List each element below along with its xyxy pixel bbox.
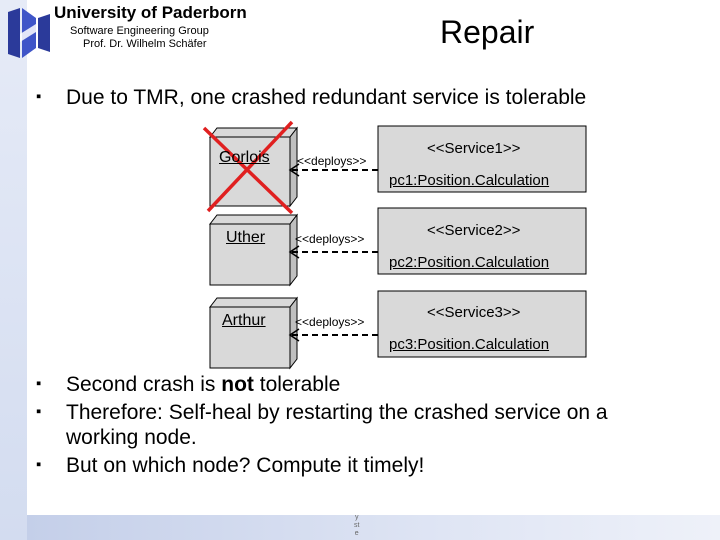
service1-stereotype: <<Service1>> — [427, 140, 521, 157]
group-name: Software Engineering Group — [70, 25, 209, 37]
left-decor-strip — [0, 0, 27, 540]
service1-box — [377, 125, 587, 193]
bullet-self-heal-line2: working node. — [66, 426, 197, 449]
bullet-marker: ▪ — [36, 403, 42, 420]
node-gorlois-label: Gorlois — [219, 149, 270, 166]
bullet-self-heal-line1: Therefore: Self-heal by restarting the c… — [66, 401, 608, 424]
bullet-tmr: Due to TMR, one crashed redundant servic… — [66, 86, 587, 109]
deploy-arrow-2 — [288, 245, 378, 259]
service2-box — [377, 207, 587, 275]
service3-stereotype: <<Service3>> — [427, 304, 521, 321]
service2-instance: pc2:Position.Calculation — [389, 254, 550, 271]
bullet-marker: ▪ — [36, 375, 42, 392]
service3-instance: pc3:Position.Calculation — [389, 336, 550, 353]
bullet-which-node: But on which node? Compute it timely! — [66, 454, 425, 477]
deploys-label-2: <<deploys>> — [295, 232, 365, 246]
deploy-arrow-3 — [288, 328, 378, 342]
university-logo-icon — [8, 8, 50, 58]
service3-box — [377, 290, 587, 358]
node-uther-box — [208, 213, 299, 287]
slide-title: Repair — [440, 14, 535, 50]
bullet-marker: ▪ — [36, 88, 42, 105]
university-name: University of Paderborn — [54, 3, 247, 22]
deploy-arrow-1 — [288, 163, 378, 177]
service1-instance: pc1:Position.Calculation — [389, 172, 550, 189]
professor-name: Prof. Dr. Wilhelm Schäfer — [83, 38, 207, 50]
crash-cross-icon — [202, 120, 294, 215]
deploys-label-3: <<deploys>> — [295, 315, 365, 329]
footer-fragment: y st e — [354, 514, 360, 537]
node-uther-label: Uther — [226, 229, 266, 246]
bullet-marker: ▪ — [36, 456, 42, 473]
bullet-second-crash: Second crash is not tolerable — [66, 373, 341, 396]
deploys-label-1: <<deploys>> — [297, 154, 367, 168]
node-arthur-label: Arthur — [222, 312, 266, 329]
service2-stereotype: <<Service2>> — [427, 222, 521, 239]
bottom-decor-strip — [27, 515, 720, 540]
node-arthur-box — [208, 296, 299, 370]
